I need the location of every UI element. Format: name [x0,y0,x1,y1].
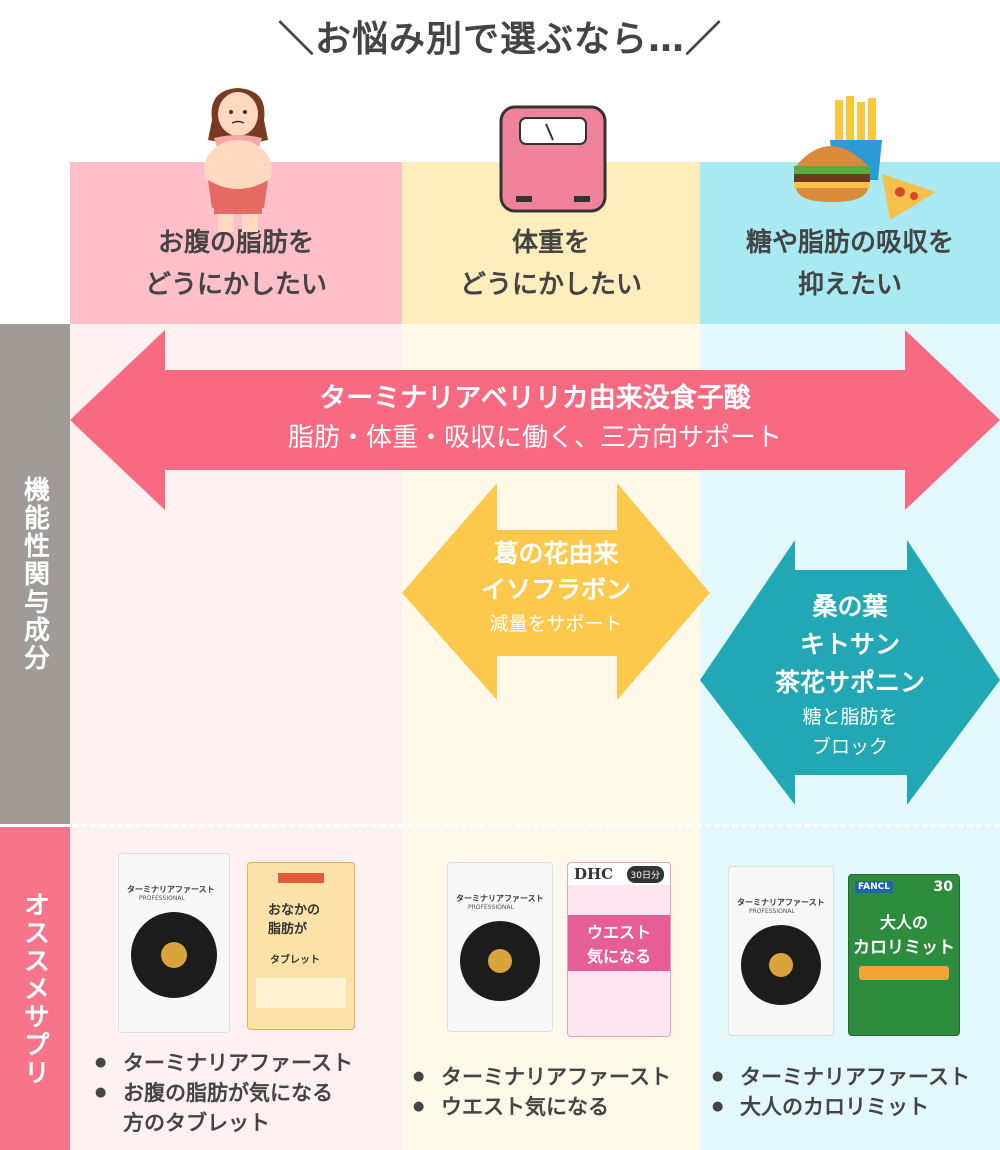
product-list-col2: ターミナリアファースト ウエスト気になる [413,1062,671,1122]
belly-woman-icon [204,88,272,232]
column-2-header-line2: どうにかしたい [459,270,642,300]
dhc-package: DHC 30日分 ウエスト 気になる [567,862,671,1037]
column-1-header-line2: どうにかしたい [144,270,327,300]
main-arrow-label: ターミナリアベリリカ由来没食子酸 脂肪・体重・吸収に働く、三方向サポート [165,380,905,458]
middle-arrow-line2: イソフラボン [480,575,631,604]
main-arrow [70,330,1000,510]
product-list-col3: ターミナリアファースト 大人のカロリミット [712,1062,970,1122]
right-arrow-sub1: 糖と脂肪を [802,706,898,728]
terminalia-package: ターミナリアファースト PROFESSIONAL [447,862,553,1032]
dhc-name-line1: ウエスト [586,923,651,942]
right-arrow-sub2: ブロック [811,736,888,758]
column-1-header: お腹の脂肪を どうにかしたい [70,162,402,324]
right-arrow-line2: キトサン [799,630,900,659]
list-item: ターミナリアファースト [95,1048,353,1078]
terminalia-package-sub: PROFESSIONAL [468,904,514,911]
fancl-package: FANCL 30 大人の カロリミット [848,874,960,1036]
scale-icon [499,105,607,213]
right-arrow-line3: 茶花サポニン [774,668,925,697]
fancl-days: 30 [933,879,953,895]
terminalia-package: ターミナリアファースト PROFESSIONAL [728,866,834,1036]
terminalia-package-name: ターミナリアファースト [127,885,215,894]
middle-arrow-line1: 葛の花由来 [493,539,619,568]
burger-fries-pizza-icon [794,96,936,220]
right-arrow-label: 桑の葉 キトサン 茶花サポニン 糖と脂肪を ブロック [745,588,955,762]
page-title: ＼お悩み別で選ぶなら…／ [277,19,722,60]
column-3-header-line1: 糖や脂肪の吸収を [745,228,954,258]
side-label-recommended-text: オススメサプリ [19,890,50,1087]
fancl-brand: FANCL [855,881,893,893]
main-arrow-title: ターミナリアベリリカ由来没食子酸 [319,383,751,414]
column-2-header-line1: 体重を [511,228,590,258]
tablet-package: おなかの 脂肪が タブレット [247,862,355,1030]
terminalia-package: ターミナリアファースト PROFESSIONAL [118,853,230,1033]
fancl-name-line2: カロリミット [853,938,955,958]
dhc-name-line2: 気になる [586,947,651,966]
tablet-package-line2: 脂肪が [268,922,308,937]
main-arrow-subtitle: 脂肪・体重・吸収に働く、三方向サポート [287,423,782,453]
list-item-continued: 方のタブレット [95,1108,353,1138]
list-item: 大人のカロリミット [712,1092,970,1122]
dhc-days: 30日分 [626,865,664,883]
terminalia-package-sub: PROFESSIONAL [139,895,185,902]
tablet-package-line1: おなかの [268,903,321,918]
terminalia-package-visual [460,921,540,1001]
section-divider [0,824,1000,827]
right-arrow-line1: 桑の葉 [812,592,888,621]
list-item: ターミナリアファースト [413,1062,671,1092]
fancl-name-line1: 大人の [879,913,928,932]
side-label-recommended: オススメサプリ [0,827,70,1150]
list-item-continued-text: 方のタブレット [123,1111,270,1135]
terminalia-package-name: ターミナリアファースト [737,898,825,907]
terminalia-package-sub: PROFESSIONAL [749,908,795,915]
side-label-functional-text: 機能性関与成分 [19,476,50,672]
list-item: ウエスト気になる [413,1092,671,1122]
terminalia-package-name: ターミナリアファースト [456,894,544,903]
terminalia-package-visual [131,912,217,998]
middle-arrow-label: 葛の花由来 イソフラボン 減量をサポート [450,536,662,640]
column-3-header: 糖や脂肪の吸収を 抑えたい [700,162,1000,324]
column-1-header-line1: お腹の脂肪を [157,228,314,258]
side-label-functional: 機能性関与成分 [0,324,70,824]
dhc-brand: DHC [574,865,614,883]
right-arrow [700,540,1000,805]
middle-arrow [402,483,710,700]
column-2-header: 体重を どうにかしたい [402,162,700,324]
list-item: お腹の脂肪が気になる [95,1078,353,1108]
tablet-package-line3: タブレット [270,955,320,966]
terminalia-package-visual [741,925,821,1005]
middle-arrow-sub: 減量をサポート [489,613,623,635]
column-3-header-line2: 抑えたい [797,270,902,300]
product-list-col1: ターミナリアファースト お腹の脂肪が気になる 方のタブレット [95,1048,353,1138]
list-item: ターミナリアファースト [712,1062,970,1092]
